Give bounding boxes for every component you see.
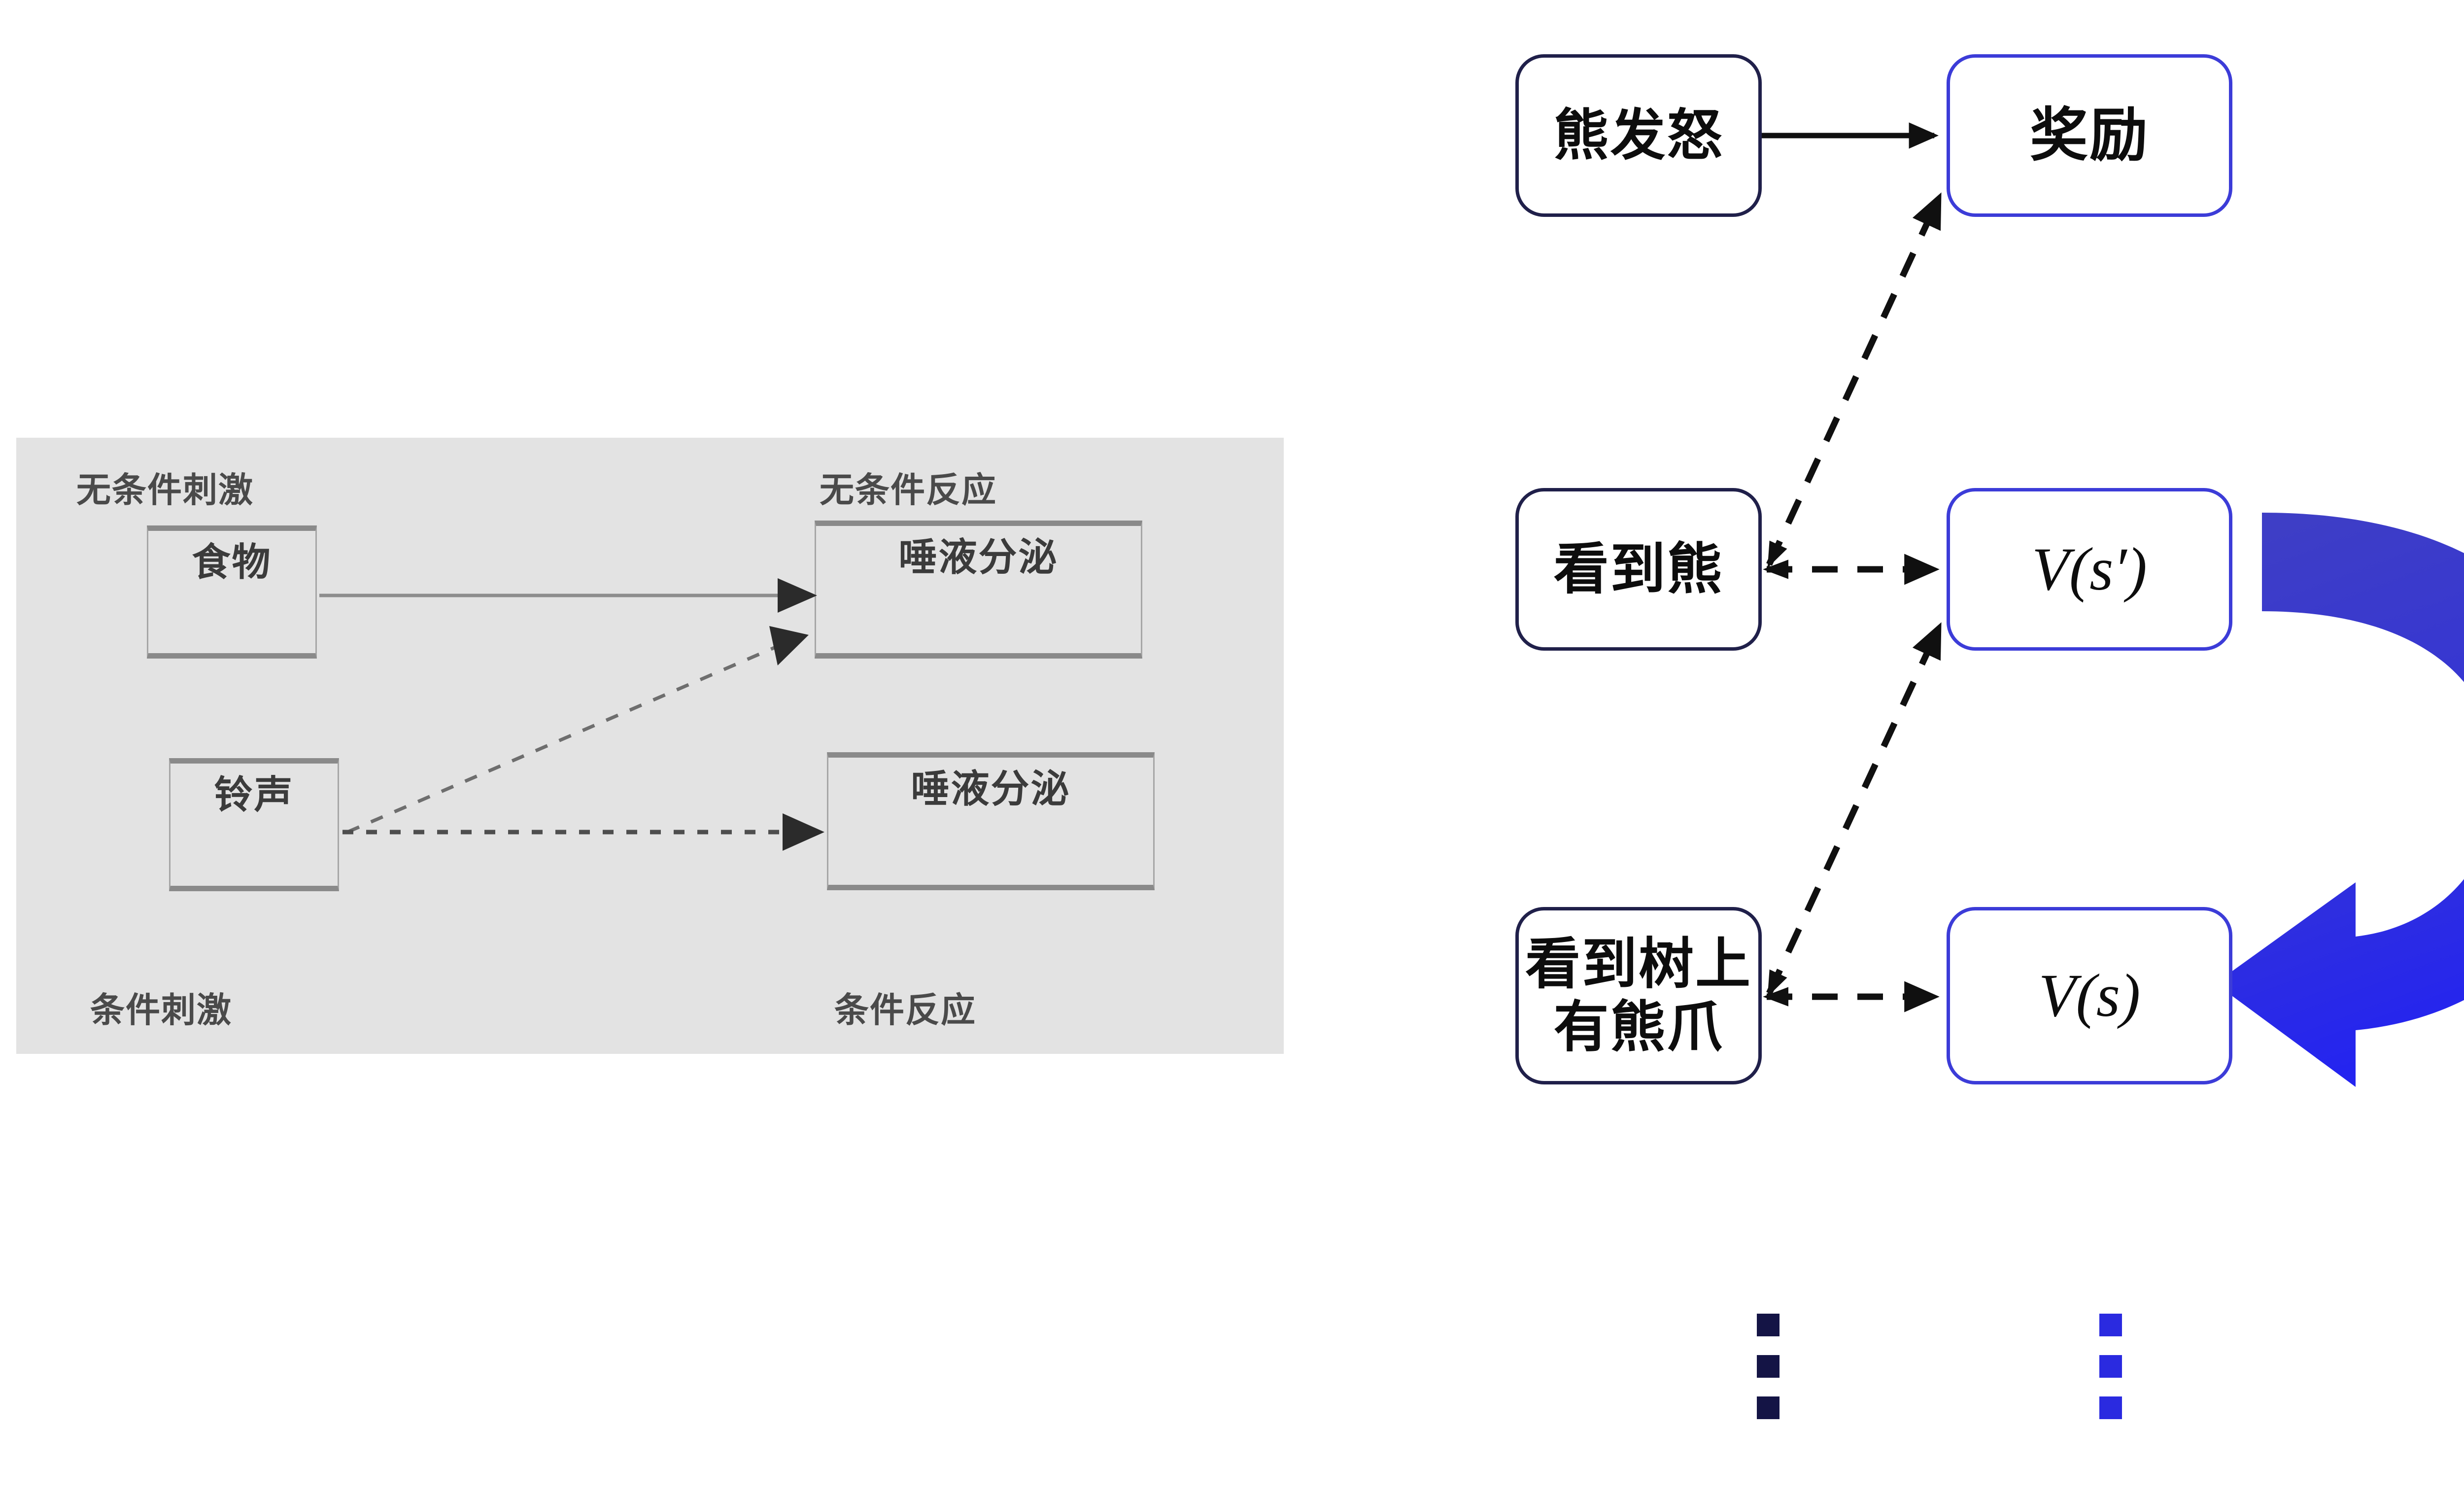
rl-box-v-s-prime: V(s′) (1947, 488, 2232, 651)
cc-box-salivation-bottom: 唾液分泌 (827, 752, 1155, 890)
cc-box-bell: 铃声 (169, 758, 339, 891)
ellipsis-dot (2099, 1355, 2122, 1378)
rl-box-reward: 奖励 (1947, 54, 2232, 217)
ellipsis-right-column (2099, 1314, 2122, 1419)
label-unconditioned-response: 无条件反应 (820, 471, 997, 509)
rl-box-bear-angry: 熊发怒 (1515, 54, 1762, 217)
rl-box-reward-label: 奖励 (2029, 103, 2149, 168)
ellipsis-dot (1757, 1396, 1780, 1419)
ellipsis-dot (2099, 1314, 2122, 1336)
rl-box-v-s: V(s) (1947, 907, 2232, 1084)
label-conditioned-stimulus: 条件刺激 (90, 991, 232, 1029)
label-conditioned-response: 条件反应 (834, 991, 976, 1029)
cc-box-salivation-bottom-label: 唾液分泌 (911, 767, 1071, 810)
arrow-claw-to-v-s-prime (1766, 622, 1942, 997)
rl-box-see-bear: 看到熊 (1515, 488, 1762, 651)
cc-box-salivation-top-label: 唾液分泌 (898, 535, 1059, 579)
curved-update-arrow-icon (2215, 513, 2464, 1087)
arrow-see-bear-to-reward (1766, 192, 1942, 568)
cc-box-food: 食物 (147, 525, 317, 659)
rl-box-v-s-label: V(s) (2038, 962, 2141, 1029)
rl-box-bear-angry-label: 熊发怒 (1553, 105, 1724, 167)
cc-box-salivation-top: 唾液分泌 (815, 521, 1142, 659)
rl-box-claw-on-tree-label: 看到树上 有熊爪 (1525, 933, 1752, 1058)
ellipsis-dot (1757, 1314, 1780, 1336)
cc-arrow-bell-to-salivation-top (346, 643, 782, 834)
rl-box-claw-line-2: 有熊爪 (1553, 996, 1724, 1058)
label-unconditioned-stimulus: 无条件刺激 (76, 471, 254, 509)
cc-box-bell-label: 铃声 (214, 773, 294, 816)
cc-arrowhead-food (778, 578, 817, 613)
ellipsis-dot (1757, 1355, 1780, 1378)
rl-box-v-s-prime-label: V(s′) (2032, 535, 2147, 603)
rl-box-claw-line-1: 看到树上 (1525, 933, 1752, 995)
rl-box-claw-on-tree: 看到树上 有熊爪 (1515, 907, 1762, 1084)
classical-conditioning-panel: 无条件刺激 无条件反应 条件刺激 条件反应 食物 铃声 唾液分泌 唾液分泌 (16, 438, 1284, 1054)
rl-td-diagram-panel: 熊发怒 看到熊 看到树上 有熊爪 奖励 V(s′) V(s) (1454, 0, 2464, 1499)
cc-box-food-label: 食物 (192, 540, 272, 584)
cc-arrowhead-bell-horizontal (783, 813, 824, 851)
cc-arrowhead-bell-diagonal (769, 626, 809, 665)
cc-arrow-layer (319, 578, 824, 851)
ellipsis-dot (2099, 1396, 2122, 1419)
rl-box-see-bear-label: 看到熊 (1553, 538, 1724, 600)
ellipsis-left-column (1757, 1314, 1780, 1419)
rl-arrow-layer (1762, 122, 2464, 1087)
